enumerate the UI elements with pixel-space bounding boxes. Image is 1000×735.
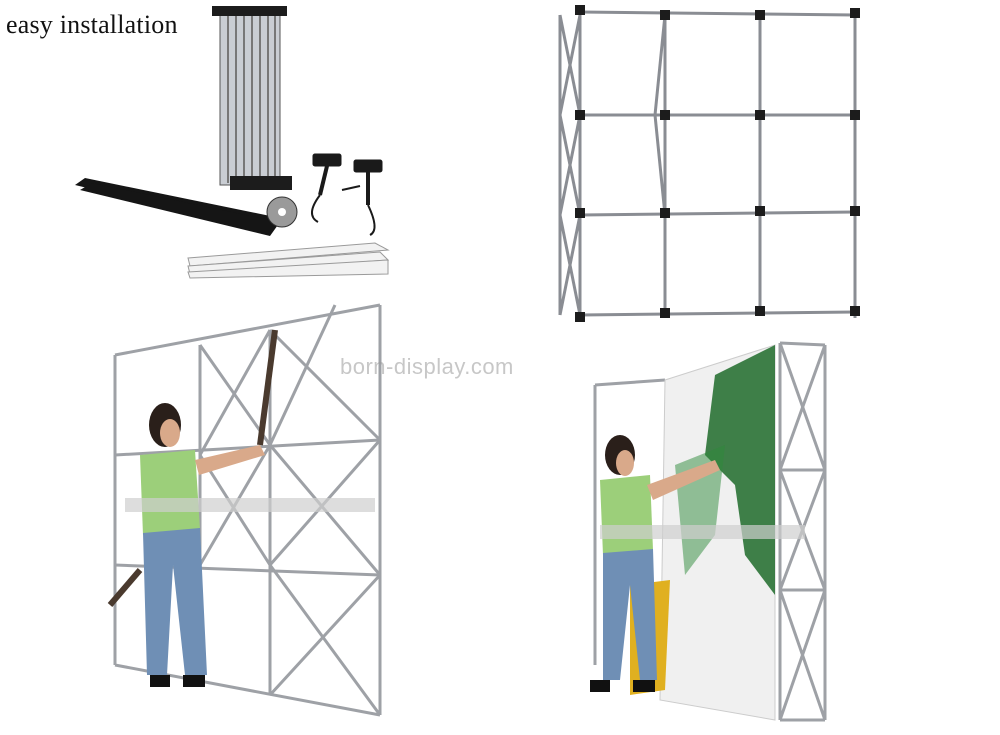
spotlight-icon bbox=[311, 153, 383, 236]
cd-icon bbox=[266, 196, 298, 228]
popup-frame-icon bbox=[558, 8, 857, 322]
woman-figure-icon bbox=[590, 435, 720, 692]
watermark-text: born-display.com bbox=[340, 354, 514, 379]
woman-attaching-graphic-photo bbox=[575, 335, 845, 735]
woman-figure-icon bbox=[140, 403, 265, 687]
pole-in-hand-icon bbox=[107, 329, 278, 607]
shelf-boards-icon bbox=[187, 242, 390, 279]
kit-components-photo bbox=[70, 0, 400, 285]
assembled-frame-photo bbox=[545, 0, 875, 330]
blur-overlay-icon bbox=[125, 498, 375, 512]
frame-hub-icon bbox=[575, 5, 860, 322]
pole-bundle-icon bbox=[212, 6, 292, 190]
caption-easy-installation: easy installation bbox=[6, 10, 178, 39]
woman-extending-frame-photo bbox=[95, 295, 405, 735]
magnetic-bars-icon bbox=[75, 178, 280, 236]
blur-overlay-icon bbox=[600, 525, 805, 539]
